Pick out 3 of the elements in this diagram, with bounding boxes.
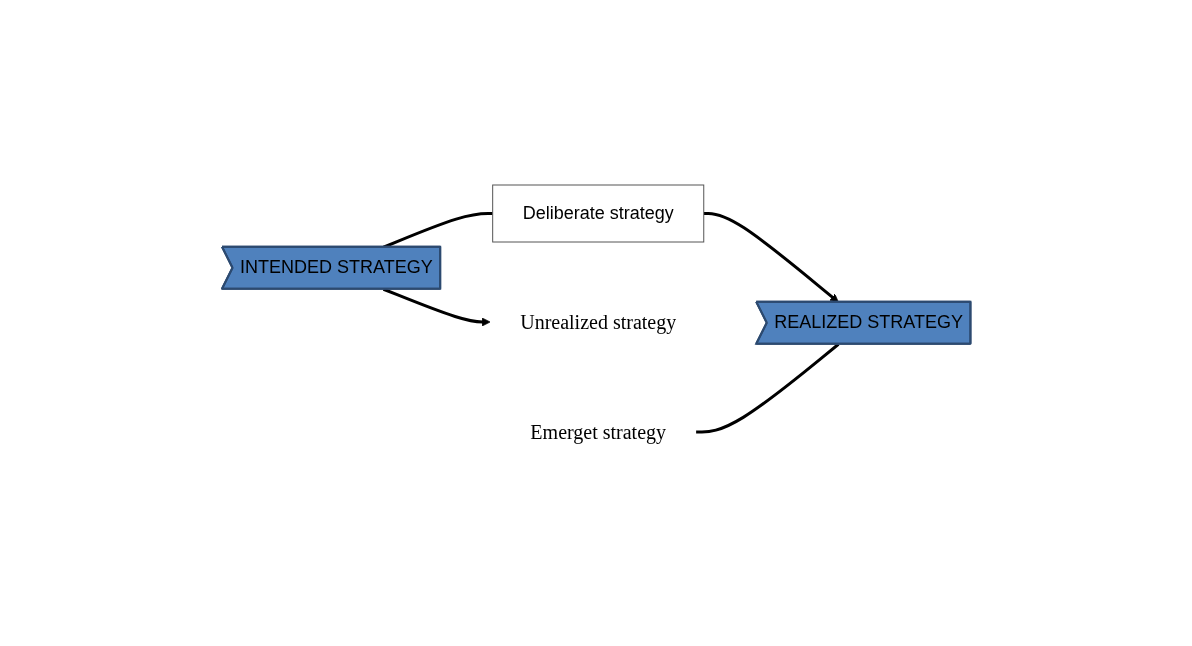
node-box: Deliberate strategy: [491, 184, 705, 242]
node-text: Emerget strategy: [530, 420, 666, 443]
node-text: Unrealized strategy: [519, 310, 677, 333]
